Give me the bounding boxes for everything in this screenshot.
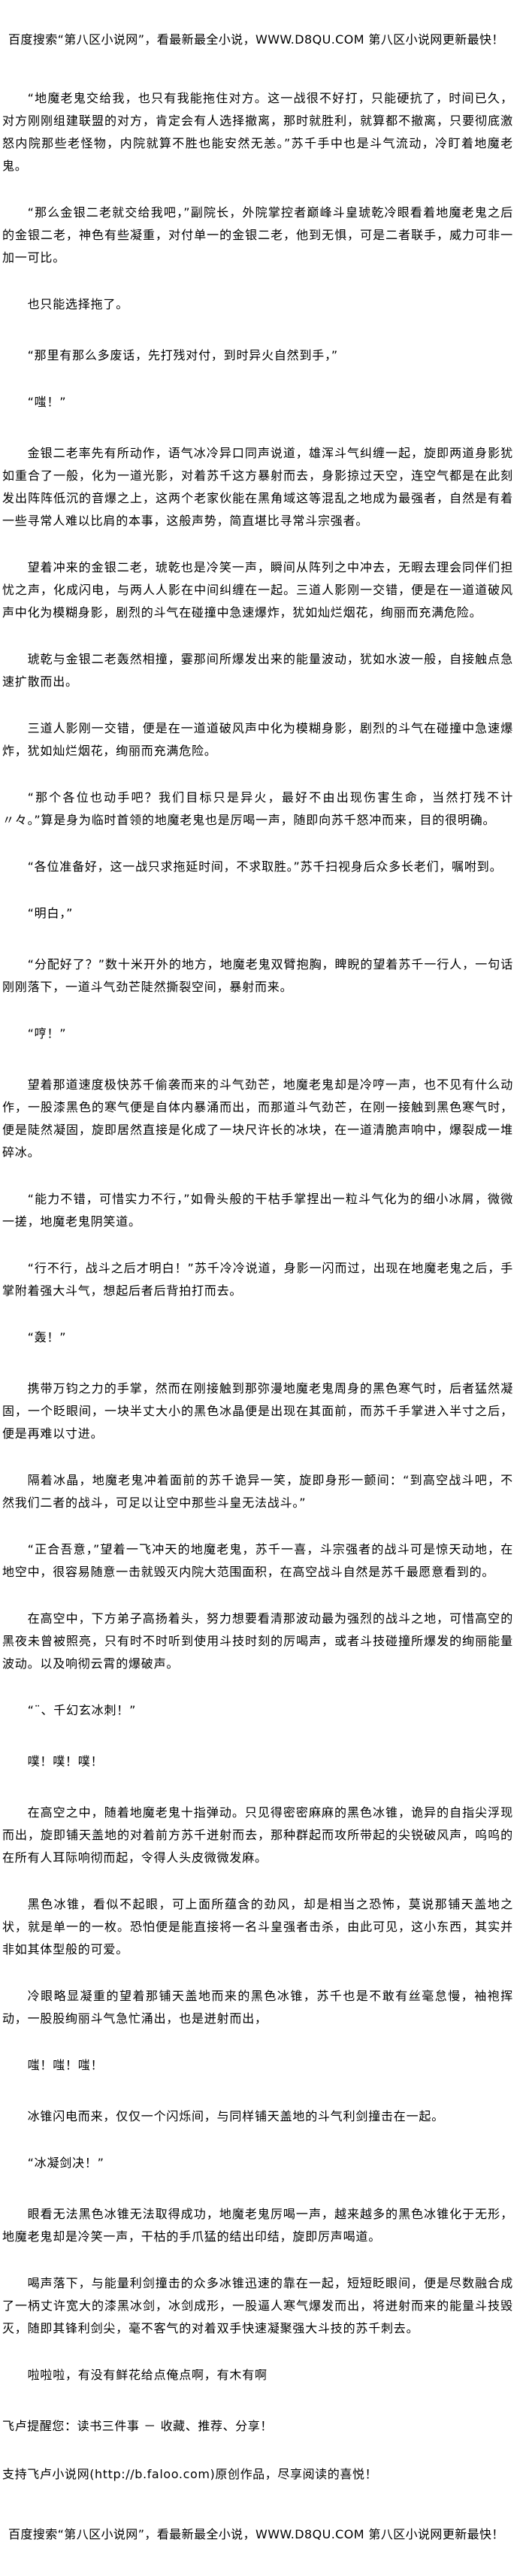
- header-banner: 百度搜索“第八区小说网”，看最新最全小说，WWW.D8QU.COM 第八区小说网…: [8, 32, 504, 47]
- paragraph: “正合吾意，”望着一飞冲天的地魔老鬼，苏千一喜，斗宗强者的战斗可是惊天动地，在地…: [2, 1542, 513, 1579]
- paragraph: “能力不错，可惜实力不行，”如骨头般的干枯手掌捏出一粒斗气化为的细小冰屑，微微一…: [2, 1192, 513, 1229]
- paragraph: “那个各位也动手吧？我们目标只是异火，最好不由出现伤害生命，当然打残不计〃々。”…: [2, 790, 513, 827]
- paragraph: “那里有那么多废话，先打残对付，到时异火自然到手，”: [27, 348, 338, 362]
- paragraph: 隔着冰晶，地魔老鬼冲着面前的苏千诡异一笑，旋即身形一颤间：“到高空战斗吧，不然我…: [2, 1473, 513, 1510]
- paragraph: 望着冲来的金银二老，琥乾也是冷笑一声，瞬间从阵列之中冲去，无暇去理会同伴们担忧之…: [2, 560, 513, 620]
- paragraph: “各位准备好，这一战只求拖延时间，不求取胜。”苏千扫视身后众多长老们，嘱咐到。: [27, 859, 503, 874]
- paragraph: 嗤！嗤！嗤！: [27, 2058, 104, 2072]
- paragraph: 黑色冰锥，看似不起眼，可上面所蕴含的劲风，却是相当之恐怖，莫说那铺天盖地之状，就…: [2, 1897, 513, 1956]
- paragraph: 冰锥闪电而来，仅仅一个闪烁间，与同样铺天盖地的斗气利剑撞击在一起。: [27, 2109, 444, 2123]
- paragraph: “哼！”: [27, 1026, 67, 1041]
- paragraph: 三道人影刚一交错，便是在一道道破风声中化为模糊身影，剧烈的斗气在碰撞中急速爆炸，…: [2, 721, 513, 758]
- paragraph: 在高空中，下方弟子高扬着头，努力想要看清那波动最为强烈的战斗之地，可惜高空的黑夜…: [2, 1611, 513, 1671]
- paragraph: 携带万钧之力的手掌，然而在刚接触到那弥漫地魔老鬼周身的黑色寒气时，后者猛然凝固，…: [2, 1381, 513, 1441]
- footer-banner: 百度搜索“第八区小说网”，看最新最全小说，WWW.D8QU.COM 第八区小说网…: [8, 2527, 504, 2541]
- paragraph: 也只能选择拖了。: [27, 297, 128, 311]
- paragraph: 噗！噗！噗！: [27, 1754, 104, 1768]
- paragraph: 眼看无法黑色冰锥无法取得成功，地魔老鬼厉喝一声，越来越多的黑色冰锥化于无形，地魔…: [2, 2207, 513, 2244]
- paragraph: 在高空之中，随着地魔老鬼十指弹动。只见得密密麻麻的黑色冰锥，诡异的自指尖浮现而出…: [2, 1805, 513, 1865]
- paragraph: “¨、千幻玄冰刺！”: [27, 1703, 137, 1717]
- paragraph: 冷眼略显凝重的望着那铺天盖地而来的黑色冰锥，苏千也是不敢有丝毫怠慢，袖袍挥动，一…: [2, 1989, 513, 2026]
- paragraph: 望着那道速度极快苏千偷袭而来的斗气劲芒，地魔老鬼却是冷哼一声，也不见有什么动作，…: [2, 1077, 513, 1159]
- paragraph: “冰凝剑决！”: [27, 2156, 104, 2170]
- paragraph: “分配好了？”数十米开外的地方，地魔老鬼双臂抱胸，睥睨的望着苏千一行人，一句话刚…: [2, 957, 513, 994]
- support-text: 支持飞卢小说网(http://b.faloo.com)原创作品，尽享阅读的喜悦！: [2, 2467, 378, 2481]
- paragraph: 啦啦啦，有没有鲜花给点俺点啊，有木有啊: [27, 2368, 268, 2382]
- paragraph: 喝声落下，与能量利剑撞击的众多冰锥迅速的靠在一起，短短眨眼间，便是尽数融合成了一…: [2, 2276, 513, 2335]
- paragraph: 金银二老率先有所动作，语气冰冷异口同声说道，雄浑斗气纠缠一起，旋即两道身影犹如重…: [2, 446, 513, 528]
- paragraph: “嗤！”: [27, 395, 67, 409]
- paragraph: “地魔老鬼交给我，也只有我能拖住对方。这一战很不好打，只能硬抗了，时间已久，对方…: [2, 91, 513, 173]
- paragraph: “行不行，战斗之后才明白！”苏千冷冷说道，身影一闪而过，出现在地魔老鬼之后，手掌…: [2, 1261, 513, 1298]
- paragraph: “轰！”: [27, 1330, 67, 1344]
- paragraph: “明白，”: [27, 906, 74, 920]
- reminder-text: 飞卢提醒您：读书三件事 － 收藏、推荐、分享！: [2, 2419, 273, 2433]
- chapter-body: “地魔老鬼交给我，也只有我能拖住对方。这一战很不好打，只能硬抗了，时间已久，对方…: [2, 87, 513, 2387]
- paragraph: 琥乾与金银二老轰然相撞，霎那间所爆发出来的能量波动，犹如水波一般，自接触点急速扩…: [2, 652, 513, 689]
- paragraph: “那么金银二老就交给我吧，”副院长，外院掌控者巅峰斗皇琥乾冷眼看着地魔老鬼之后的…: [2, 205, 513, 265]
